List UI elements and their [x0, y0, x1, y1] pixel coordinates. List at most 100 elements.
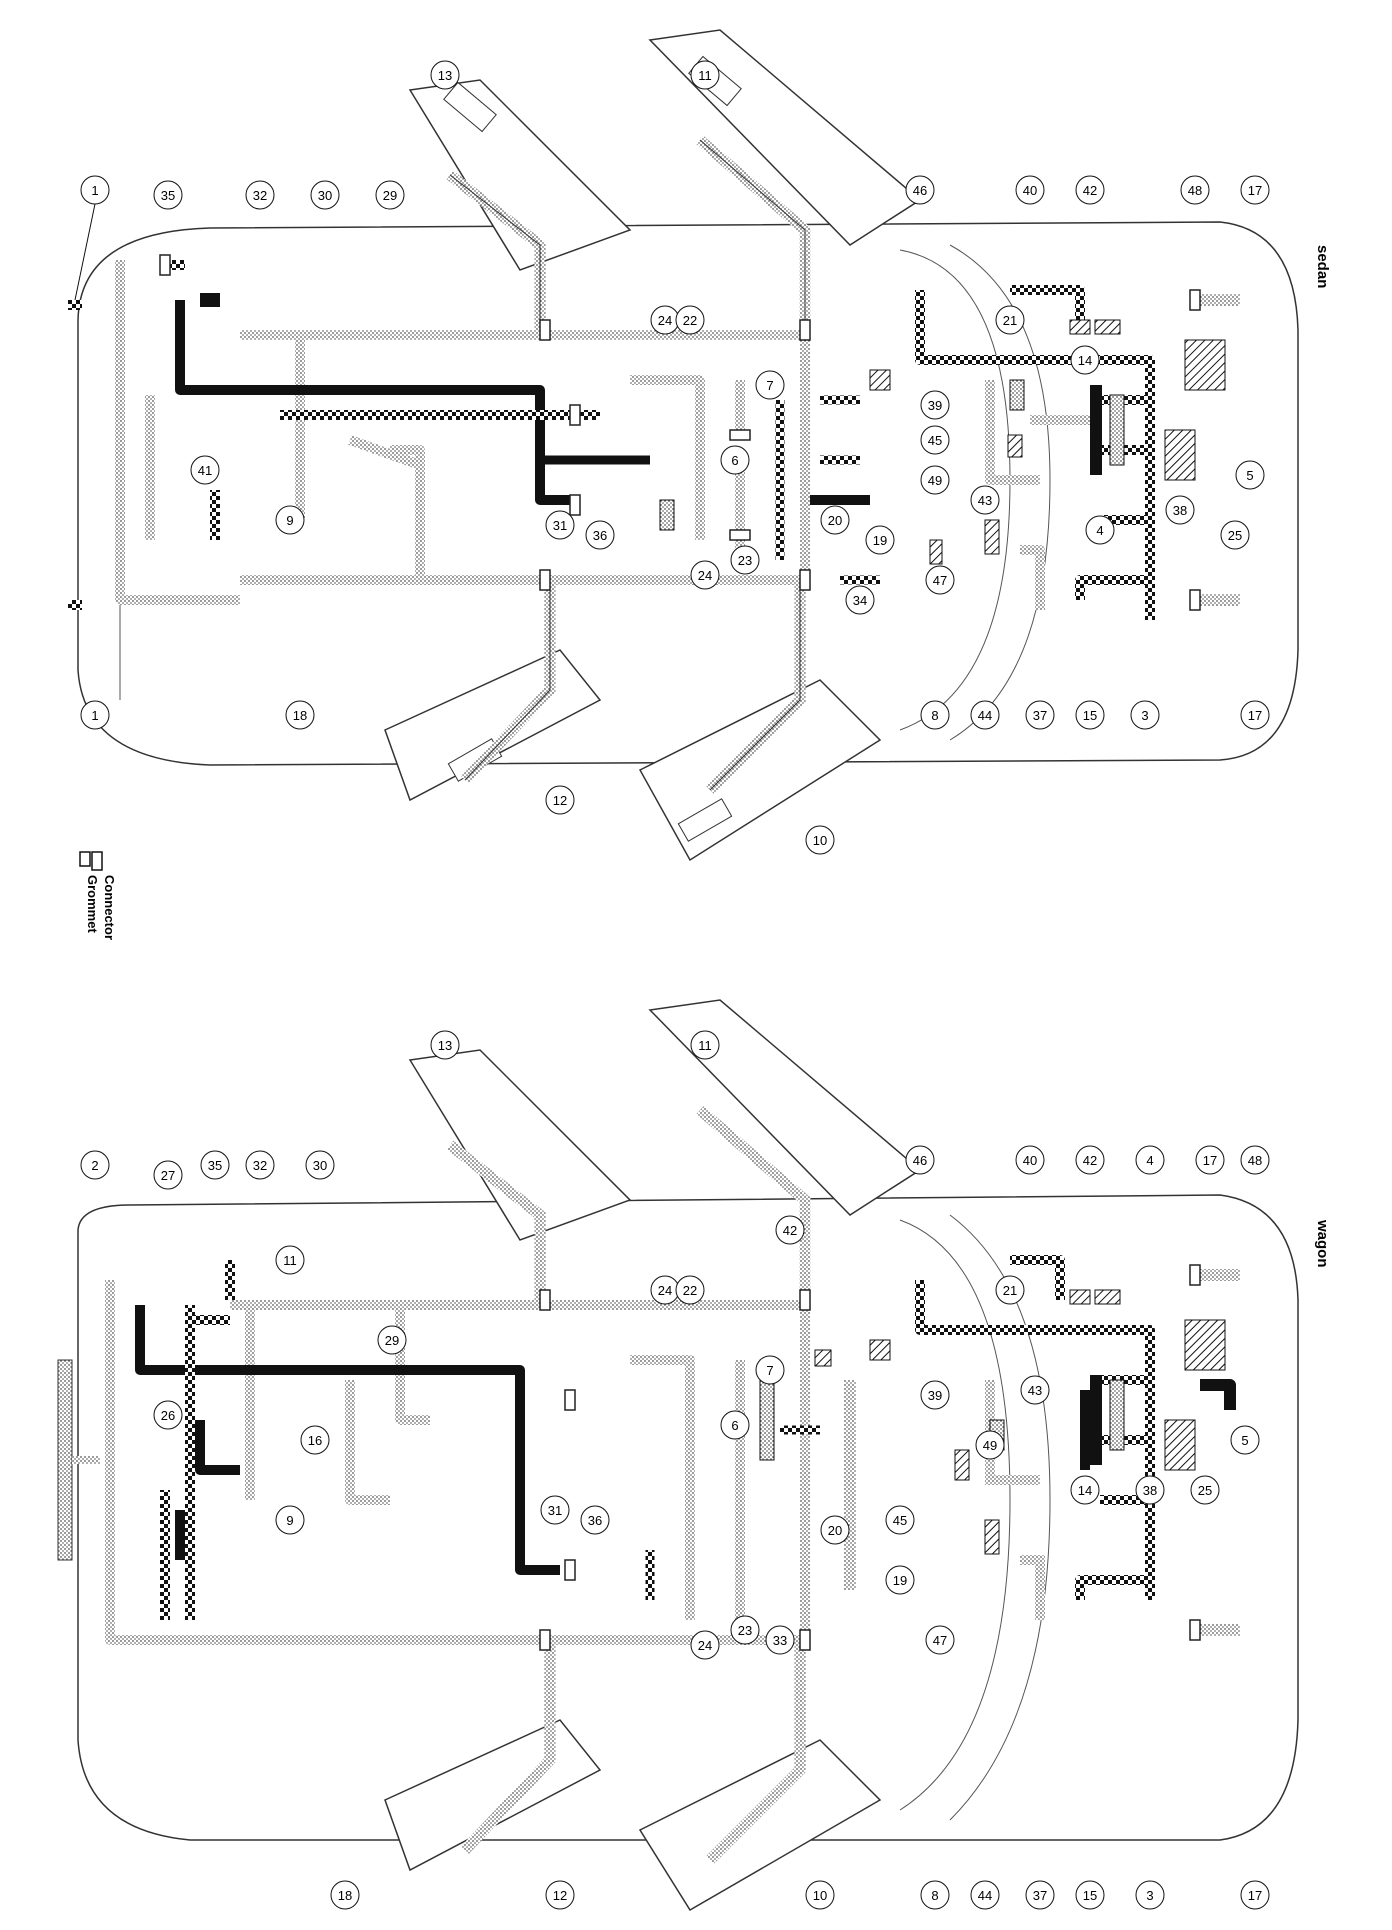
- w-callout-44: 44: [970, 1880, 1000, 1910]
- callout-36: 36: [585, 520, 615, 550]
- svg-text:40: 40: [1023, 1153, 1037, 1168]
- svg-text:49: 49: [928, 473, 942, 488]
- w-callout-31: 31: [540, 1495, 570, 1525]
- svg-text:39: 39: [928, 1388, 942, 1403]
- callout-12: 12: [545, 785, 575, 815]
- svg-text:3: 3: [1141, 708, 1148, 723]
- svg-text:43: 43: [978, 493, 992, 508]
- callout-10: 10: [805, 825, 835, 855]
- svg-text:42: 42: [1083, 183, 1097, 198]
- callout-17-bottom: 17: [1240, 700, 1270, 730]
- svg-text:1: 1: [91, 183, 98, 198]
- svg-text:35: 35: [208, 1158, 222, 1173]
- svg-text:35: 35: [161, 188, 175, 203]
- callout-1-top: 1: [74, 175, 110, 301]
- svg-text:23: 23: [738, 553, 752, 568]
- callout-42: 42: [1075, 175, 1105, 205]
- w-callout-47: 47: [925, 1625, 955, 1655]
- callout-44: 44: [970, 700, 1000, 730]
- svg-text:38: 38: [1143, 1483, 1157, 1498]
- sedan-door-front-left: [408, 79, 632, 271]
- svg-text:11: 11: [283, 1253, 297, 1268]
- callout-20: 20: [820, 505, 850, 535]
- svg-text:44: 44: [978, 1888, 992, 1903]
- callout-37: 37: [1025, 700, 1055, 730]
- sedan-door-rear-left: [384, 649, 602, 802]
- callout-31: 31: [545, 510, 575, 540]
- callout-21: 21: [995, 305, 1025, 335]
- w-callout-33: 33: [765, 1625, 795, 1655]
- w-callout-11-b: 11: [275, 1245, 305, 1275]
- w-callout-49: 49: [975, 1430, 1005, 1460]
- svg-text:45: 45: [893, 1513, 907, 1528]
- w-callout-16: 16: [300, 1425, 330, 1455]
- svg-text:46: 46: [913, 1153, 927, 1168]
- svg-text:42: 42: [1083, 1153, 1097, 1168]
- svg-text:18: 18: [338, 1888, 352, 1903]
- callout-3: 3: [1130, 700, 1160, 730]
- callout-14: 14: [1070, 345, 1100, 375]
- svg-text:19: 19: [893, 1573, 907, 1588]
- svg-text:30: 30: [313, 1158, 327, 1173]
- wagon-title: wagon: [1314, 1219, 1331, 1268]
- svg-text:17: 17: [1203, 1153, 1217, 1168]
- w-callout-48: 48: [1240, 1145, 1270, 1175]
- w-callout-14: 14: [1070, 1475, 1100, 1505]
- svg-text:32: 32: [253, 1158, 267, 1173]
- w-callout-23: 23: [730, 1615, 760, 1645]
- callout-25: 25: [1220, 520, 1250, 550]
- wagon-callouts: 2 27 35 32 30 29 13 11 46 42 40 42 4 17 …: [80, 1030, 1270, 1910]
- sedan-callouts: 1 35 32 30 29 13 11 46 40 42 48 17 24 22…: [74, 60, 1270, 855]
- callout-34: 34: [845, 585, 875, 615]
- w-callout-9: 9: [275, 1505, 305, 1535]
- callout-40: 40: [1015, 175, 1045, 205]
- svg-text:10: 10: [813, 833, 827, 848]
- w-callout-15: 15: [1075, 1880, 1105, 1910]
- svg-text:39: 39: [928, 398, 942, 413]
- callout-45: 45: [920, 425, 950, 455]
- svg-text:4: 4: [1096, 523, 1103, 538]
- callout-48: 48: [1180, 175, 1210, 205]
- svg-text:46: 46: [913, 183, 927, 198]
- w-callout-2: 2: [80, 1150, 110, 1180]
- callout-43: 43: [970, 485, 1000, 515]
- legend: Connector Grommet: [79, 851, 117, 940]
- w-callout-36: 36: [580, 1505, 610, 1535]
- svg-text:17: 17: [1248, 708, 1262, 723]
- svg-text:43: 43: [1028, 1383, 1042, 1398]
- w-callout-3: 3: [1135, 1880, 1165, 1910]
- callout-38: 38: [1165, 495, 1195, 525]
- svg-text:24: 24: [698, 568, 712, 583]
- callout-8: 8: [920, 700, 950, 730]
- svg-text:38: 38: [1173, 503, 1187, 518]
- w-callout-18: 18: [330, 1880, 360, 1910]
- w-callout-35: 35: [200, 1150, 230, 1180]
- svg-text:36: 36: [588, 1513, 602, 1528]
- w-callout-22: 22: [675, 1275, 705, 1305]
- svg-text:15: 15: [1083, 1888, 1097, 1903]
- w-callout-20: 20: [820, 1515, 850, 1545]
- callout-23: 23: [730, 545, 760, 575]
- callout-18: 18: [285, 700, 315, 730]
- w-callout-26: 26: [153, 1400, 183, 1430]
- svg-text:30: 30: [318, 188, 332, 203]
- sedan-door-rear-right: [638, 679, 882, 862]
- svg-text:45: 45: [928, 433, 942, 448]
- w-callout-40: 40: [1015, 1145, 1045, 1175]
- callout-11: 11: [690, 60, 720, 90]
- w-callout-10: 10: [805, 1880, 835, 1910]
- svg-text:4: 4: [1146, 1153, 1153, 1168]
- svg-text:9: 9: [286, 513, 293, 528]
- callout-46: 46: [905, 175, 935, 205]
- svg-text:15: 15: [1083, 708, 1097, 723]
- wagon-diagram: 2 27 35 32 30 29 13 11 46 42 40 42 4 17 …: [57, 999, 1331, 1912]
- svg-text:5: 5: [1241, 1433, 1248, 1448]
- w-callout-38: 38: [1135, 1475, 1165, 1505]
- svg-text:19: 19: [873, 533, 887, 548]
- callout-6: 6: [720, 445, 750, 475]
- callout-32: 32: [245, 180, 275, 210]
- svg-text:44: 44: [978, 708, 992, 723]
- callout-5: 5: [1235, 460, 1265, 490]
- svg-text:13: 13: [438, 68, 452, 83]
